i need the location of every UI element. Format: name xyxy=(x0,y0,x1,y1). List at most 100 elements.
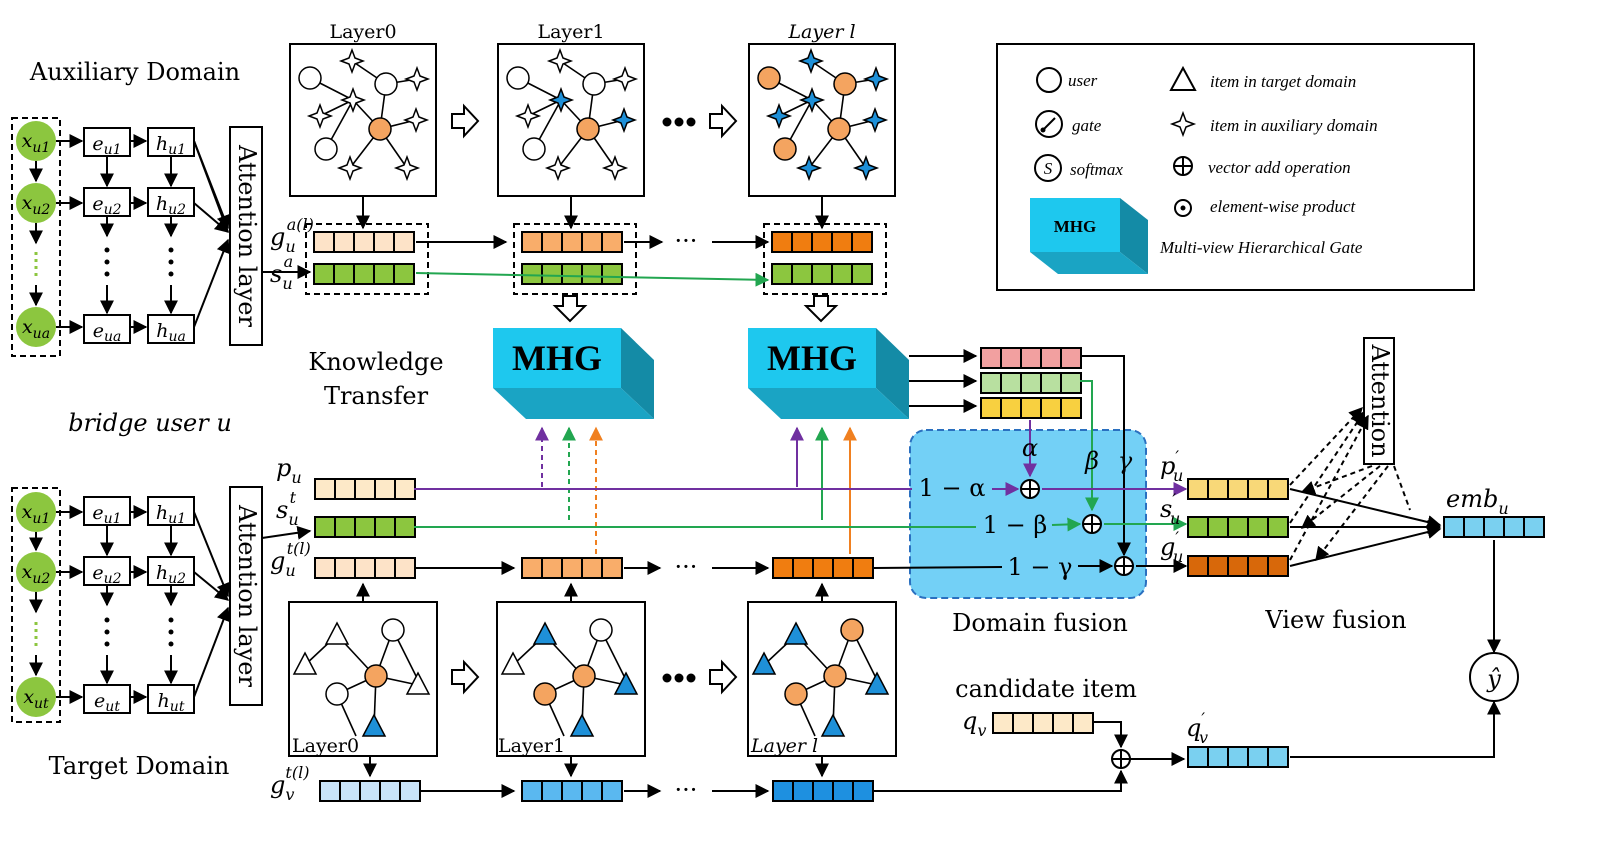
target-layer0-title: Layer0 xyxy=(292,735,359,757)
g-t-label: gut(l) xyxy=(270,539,311,580)
p-prime-label: p′u xyxy=(1160,447,1183,485)
one-minus-gamma: 1 − γ xyxy=(1008,553,1073,581)
aux-vec-group-l xyxy=(763,223,887,295)
aux-layer1-title: Layer1 xyxy=(537,21,604,43)
target-layerl-title: Layer l xyxy=(750,735,818,757)
aux-vec-dots: ··· xyxy=(675,227,698,255)
target-attention-out-arrow xyxy=(261,525,312,540)
target-graph-layer0: Layer0 xyxy=(288,601,438,757)
target-layer-progress-arrows xyxy=(451,659,738,695)
domain-fusion-box xyxy=(909,429,1147,599)
aux-node-a xyxy=(16,307,56,347)
aux-graph-layer1 xyxy=(497,43,645,197)
g-aux-label: gua(l) xyxy=(270,215,314,256)
aux-vec-group-0 xyxy=(305,223,429,295)
gamma-label: γ xyxy=(1118,447,1133,475)
vec-p-prime xyxy=(1187,478,1289,500)
g-u-dots: ··· xyxy=(675,553,698,581)
vec-emb xyxy=(1443,516,1545,538)
legend-triangle-icon xyxy=(1169,65,1197,91)
mhg-input-hollow-arrows xyxy=(552,295,839,323)
aux-layer-progress-arrows xyxy=(451,103,738,139)
aux-node-1-label: xu1 xyxy=(22,130,51,156)
legend-mhg-name: Multi-view Hierarchical Gate xyxy=(1159,238,1363,257)
view-fusion-label: View fusion xyxy=(1264,606,1406,634)
vec-s-aux-1 xyxy=(521,263,623,285)
bridge-user-label: bridge user u xyxy=(68,409,232,437)
prediction-node xyxy=(1469,652,1519,702)
g-u-line xyxy=(414,559,1188,575)
q-prime-label: q′v xyxy=(1186,709,1208,747)
legend-vector-add: vector add operation xyxy=(1208,158,1351,177)
target-attention-layer xyxy=(229,486,263,706)
vec-g-aux-0 xyxy=(313,231,415,253)
legend-gate: gate xyxy=(1072,116,1102,135)
aux-layerl-title: Layer l xyxy=(787,21,855,43)
y-hat-label: ŷ xyxy=(1486,665,1501,693)
aux-attention-layer-label: Attention layer xyxy=(233,144,261,327)
view-fusion-dashed xyxy=(1289,406,1411,562)
target-embedding-column xyxy=(83,496,195,714)
svg-text:hu2: hu2 xyxy=(156,193,186,218)
vec-g-t-1 xyxy=(521,557,623,579)
target-panel-up-arrows xyxy=(356,582,829,778)
svg-text:MHG: MHG xyxy=(767,338,857,378)
vec-mhg-out-2 xyxy=(980,372,1082,394)
mhg-block-2: MHG xyxy=(748,328,909,419)
target-domain-label: Target Domain xyxy=(49,752,230,780)
vec-g-t-0 xyxy=(314,557,416,579)
one-minus-beta: 1 − β xyxy=(983,511,1048,539)
vec-q xyxy=(992,712,1094,734)
target-attention-layer-label: Attention layer xyxy=(233,504,261,687)
aux-graph-layerl xyxy=(748,43,896,197)
vec-g-v-1 xyxy=(521,780,623,802)
target-graph-layer1: Layer1 xyxy=(496,601,646,757)
alpha-label: α xyxy=(1022,434,1038,462)
knowledge-transfer-label-2: Transfer xyxy=(324,382,429,410)
s-t-label: sut xyxy=(276,488,299,529)
vec-s-aux-l xyxy=(771,263,873,285)
target-embedding-labels: eu1 eu2 eut hu1 hu2 hut xyxy=(92,502,186,715)
vec-g-prime xyxy=(1187,555,1289,577)
legend-items: user gate S softmax item in target domai… xyxy=(1030,65,1378,274)
q-v-label: qv xyxy=(962,707,986,740)
aux-attention-layer xyxy=(229,126,263,346)
aux-vector-flow xyxy=(415,235,770,287)
legend-softmax-icon xyxy=(1034,154,1062,182)
aux-embedding-column xyxy=(83,127,195,344)
legend-item-aux: item in auxiliary domain xyxy=(1210,116,1378,135)
mhg-block-1: MHG xyxy=(493,328,654,419)
vec-mhg-out-3 xyxy=(980,397,1082,419)
vec-s-aux-0 xyxy=(313,263,415,285)
attention-box-label: Attention xyxy=(1366,343,1394,457)
vec-g-t-l xyxy=(772,557,874,579)
legend-softmax-symbol: S xyxy=(1044,159,1053,178)
g-v-dots: ··· xyxy=(675,776,698,804)
aux-vertical-dots xyxy=(104,247,174,277)
attention-box xyxy=(1363,337,1395,465)
target-graph-layerl: Layer l xyxy=(747,601,897,757)
target-encoder-arrows xyxy=(56,505,231,704)
aux-node-1 xyxy=(16,121,56,161)
target-nodes: xu1 xu2 xut xyxy=(16,492,56,717)
mhg1-dashed-inputs xyxy=(535,426,603,554)
vec-g-v-l xyxy=(772,780,874,802)
mhg2-inputs xyxy=(790,426,857,554)
aux-node-2 xyxy=(16,183,56,223)
svg-text:MHG: MHG xyxy=(1054,217,1097,236)
aux-graph-layer0 xyxy=(289,43,437,197)
knowledge-transfer-label-1: Knowledge xyxy=(308,348,443,376)
vec-s-t xyxy=(314,516,416,538)
candidate-item-label: candidate item xyxy=(955,675,1137,703)
vec-p-u xyxy=(314,478,416,500)
emb-label: embu xyxy=(1446,485,1509,518)
legend-user-icon xyxy=(1036,67,1062,93)
vec-mhg-out-1 xyxy=(980,347,1082,369)
s-prime-label: s′u xyxy=(1160,490,1180,528)
vec-s-prime xyxy=(1187,516,1289,538)
legend-user: user xyxy=(1068,71,1098,90)
legend-element-product: element-wise product xyxy=(1210,197,1357,216)
p-u-label: pu xyxy=(276,454,302,487)
vec-q-prime xyxy=(1187,746,1289,768)
